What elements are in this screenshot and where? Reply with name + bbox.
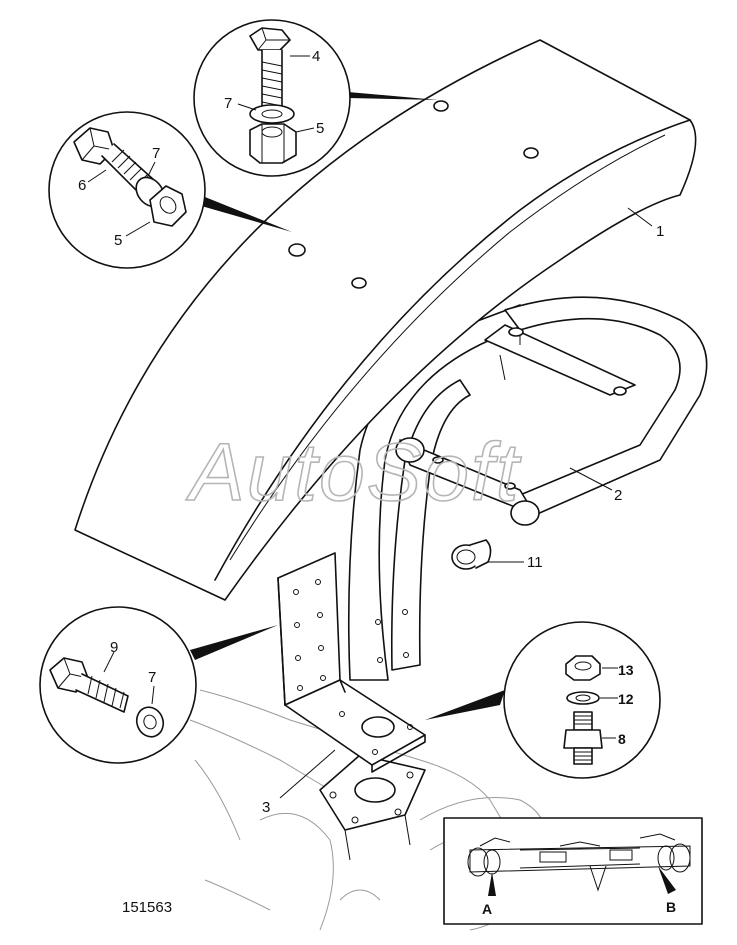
detail-circle-left bbox=[48, 111, 292, 269]
callout-labels: 1 2 3 4 5 5 6 7 7 7 8 9 11 12 13 bbox=[78, 48, 664, 816]
callout-12: 12 bbox=[618, 691, 634, 707]
callout-1: 1 bbox=[656, 223, 664, 240]
callout-8: 8 bbox=[618, 731, 626, 747]
figure-reference-number: 151563 bbox=[122, 899, 172, 916]
end-cap-plug bbox=[451, 539, 492, 570]
callout-7-lower: 7 bbox=[148, 669, 156, 686]
callout-7-left: 7 bbox=[152, 145, 160, 162]
detail-circle-top bbox=[193, 19, 438, 177]
axle-flange-plate bbox=[319, 754, 426, 861]
callout-9: 9 bbox=[110, 639, 118, 656]
inset-label-b: B bbox=[666, 899, 676, 915]
tubular-support-frame bbox=[347, 296, 708, 681]
callout-3: 3 bbox=[262, 799, 270, 816]
callout-13: 13 bbox=[618, 662, 634, 678]
callout-7-top: 7 bbox=[224, 95, 232, 112]
callout-11: 11 bbox=[527, 554, 543, 571]
overall-axle-inset bbox=[443, 817, 703, 925]
inset-label-a: A bbox=[482, 901, 492, 917]
mudguard bbox=[74, 39, 697, 601]
leader-lines bbox=[279, 207, 653, 799]
callout-6: 6 bbox=[78, 177, 86, 194]
detail-circle-lower-left bbox=[39, 606, 278, 764]
callout-5-left: 5 bbox=[114, 232, 122, 249]
callout-2: 2 bbox=[614, 487, 622, 504]
callout-4: 4 bbox=[312, 48, 320, 65]
watermark: AutoSoft bbox=[185, 427, 522, 518]
callout-5-top: 5 bbox=[316, 120, 324, 137]
detail-circle-lower-right bbox=[425, 621, 661, 779]
mounting-bracket bbox=[277, 552, 426, 773]
